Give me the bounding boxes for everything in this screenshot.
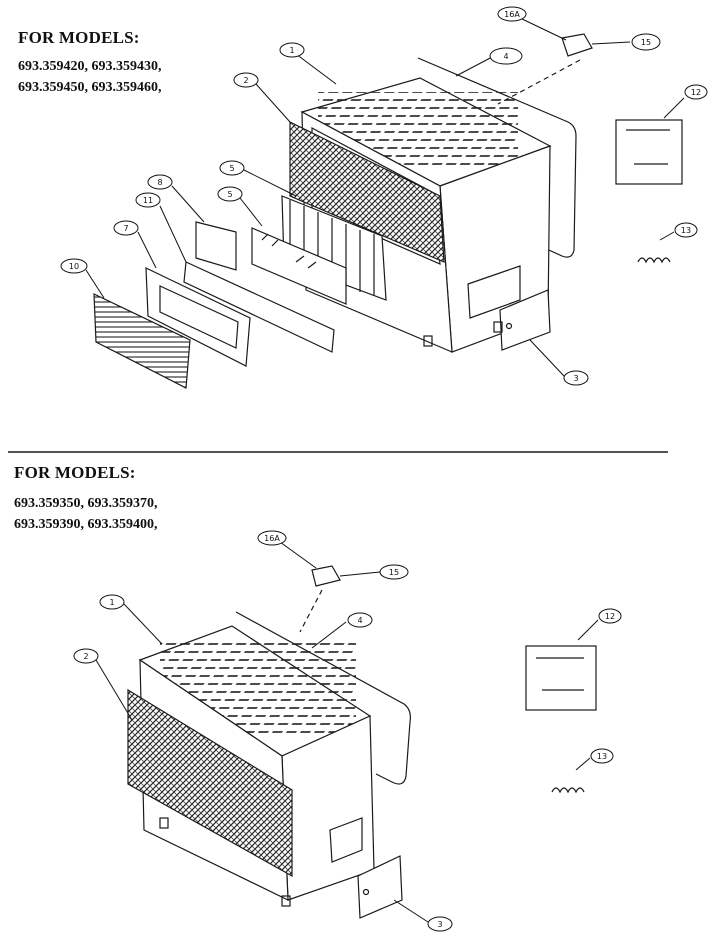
- callout-top-10: 10: [60, 258, 105, 299]
- callout-top-5a: 5: [219, 160, 297, 197]
- bottom-models-line-1: 693.359350, 693.359370,: [14, 496, 158, 511]
- callout-top-8: 8: [147, 174, 205, 223]
- bottom-models-block: FOR MODELS: 693.359350, 693.359370, 693.…: [14, 463, 158, 535]
- callout-top-11: 11: [135, 192, 187, 263]
- callout-top-2: 2: [233, 72, 291, 123]
- svg-text:5: 5: [227, 190, 232, 199]
- svg-text:13: 13: [597, 752, 607, 761]
- bottom-regulator-box: [525, 645, 597, 711]
- callout-bottom-15: 15: [339, 564, 409, 580]
- svg-text:12: 12: [605, 612, 615, 621]
- top-grille-mesh: [289, 121, 445, 263]
- svg-text:12: 12: [691, 88, 701, 97]
- svg-text:8: 8: [157, 178, 162, 187]
- svg-text:1: 1: [109, 598, 114, 607]
- svg-text:4: 4: [357, 616, 362, 625]
- svg-text:5: 5: [229, 164, 234, 173]
- svg-text:7: 7: [123, 224, 128, 233]
- svg-text:2: 2: [83, 652, 88, 661]
- callout-bottom-2: 2: [73, 648, 133, 721]
- callout-bottom-3: 3: [393, 899, 453, 932]
- svg-text:15: 15: [389, 568, 399, 577]
- bottom-models-line-2: 693.359390, 693.359400,: [14, 517, 158, 532]
- top-regulator-box: [615, 119, 683, 185]
- callout-bottom-12: 12: [577, 608, 622, 641]
- callout-bottom-16a: 16A: [257, 530, 317, 569]
- bottom-models-heading: FOR MODELS:: [14, 463, 136, 482]
- svg-text:13: 13: [681, 226, 691, 235]
- callout-top-12: 12: [663, 84, 708, 119]
- top-models-block: FOR MODELS: 693.359420, 693.359430, 693.…: [18, 28, 162, 98]
- top-front-guard: [93, 293, 191, 389]
- callout-top-15: 15: [591, 33, 661, 51]
- top-models-heading: FOR MODELS:: [18, 28, 140, 47]
- bottom-heater-assembly: [127, 565, 597, 919]
- svg-text:10: 10: [69, 262, 79, 271]
- bottom-side-door: [357, 855, 403, 919]
- svg-text:16A: 16A: [504, 10, 520, 19]
- top-glass-panel: [251, 227, 347, 305]
- top-models-line-1: 693.359420, 693.359430,: [18, 59, 162, 74]
- svg-text:1: 1: [289, 46, 294, 55]
- top-models-line-2: 693.359450, 693.359460,: [18, 80, 162, 95]
- callout-bottom-13: 13: [575, 748, 614, 771]
- callout-top-13: 13: [659, 222, 698, 241]
- top-bracket: [195, 221, 237, 271]
- svg-text:4: 4: [503, 52, 508, 61]
- callout-top-7: 7: [113, 220, 157, 269]
- callout-top-3: 3: [529, 339, 589, 386]
- callout-top-16a: 16A: [497, 6, 567, 41]
- callout-top-5b: 5: [217, 186, 263, 227]
- callout-bottom-1: 1: [99, 594, 163, 645]
- callout-top-4: 4: [455, 47, 523, 77]
- top-long-channel: [183, 261, 335, 353]
- svg-text:16A: 16A: [264, 534, 280, 543]
- svg-text:3: 3: [573, 374, 578, 383]
- svg-text:2: 2: [243, 76, 248, 85]
- svg-text:3: 3: [437, 920, 442, 929]
- top-side-door: [499, 289, 551, 351]
- bottom-grille-mesh: [127, 688, 293, 878]
- top-cap: [561, 33, 593, 57]
- callout-bottom-4: 4: [311, 612, 373, 649]
- svg-text:15: 15: [641, 38, 651, 47]
- bottom-cap: [311, 565, 341, 587]
- callout-top-1: 1: [279, 42, 337, 85]
- top-spring-clip: [637, 257, 671, 264]
- top-heater-assembly: [93, 33, 683, 389]
- bottom-spring-clip: [551, 787, 585, 794]
- svg-text:11: 11: [143, 196, 153, 205]
- top-lower-trim: [145, 267, 251, 367]
